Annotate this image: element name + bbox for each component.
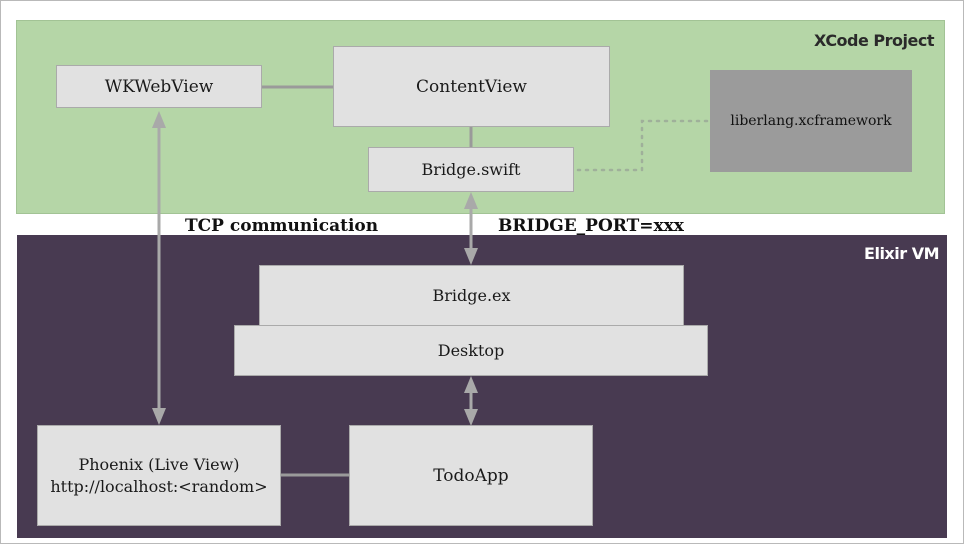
elixir-vm-title: Elixir VM xyxy=(864,244,939,263)
liberlang-xcframework-label: liberlang.xcframework xyxy=(730,113,892,129)
phoenix-title: Phoenix (Live View) xyxy=(78,454,240,474)
tcp-arrow-down xyxy=(152,408,166,425)
bridge-port-arrow-down xyxy=(464,248,478,265)
desktop-box: Desktop xyxy=(234,325,708,376)
wkwebview-box: WKWebView xyxy=(56,65,262,108)
contentview-box: ContentView xyxy=(333,46,610,127)
todoapp-label: TodoApp xyxy=(433,465,509,486)
bridge-ex-box: Bridge.ex xyxy=(259,265,684,326)
tcp-communication-label: TCP communication xyxy=(185,216,379,236)
phoenix-live-view-box: Phoenix (Live View) http://localhost:<ra… xyxy=(37,425,281,526)
liberlang-xcframework-box: liberlang.xcframework xyxy=(710,70,912,172)
desktop-label: Desktop xyxy=(437,340,505,360)
desktop-todoapp-arrow-down xyxy=(464,409,478,426)
wkwebview-label: WKWebView xyxy=(104,76,214,97)
bridge-swift-box: Bridge.swift xyxy=(368,147,574,192)
phoenix-url: http://localhost:<random> xyxy=(50,476,268,496)
xcode-project-title: XCode Project xyxy=(814,31,934,50)
bridge-port-label: BRIDGE_PORT=xxx xyxy=(498,216,684,236)
bridge-swift-label: Bridge.swift xyxy=(421,159,521,179)
tcp-arrow-up xyxy=(152,111,166,128)
bridge-port-arrow-up xyxy=(464,192,478,209)
contentview-label: ContentView xyxy=(416,76,527,97)
bridge-ex-label: Bridge.ex xyxy=(432,285,511,305)
todoapp-box: TodoApp xyxy=(349,425,593,526)
desktop-todoapp-arrow-up xyxy=(464,376,478,393)
bridge-liberlang-dotted-connector xyxy=(576,119,714,172)
